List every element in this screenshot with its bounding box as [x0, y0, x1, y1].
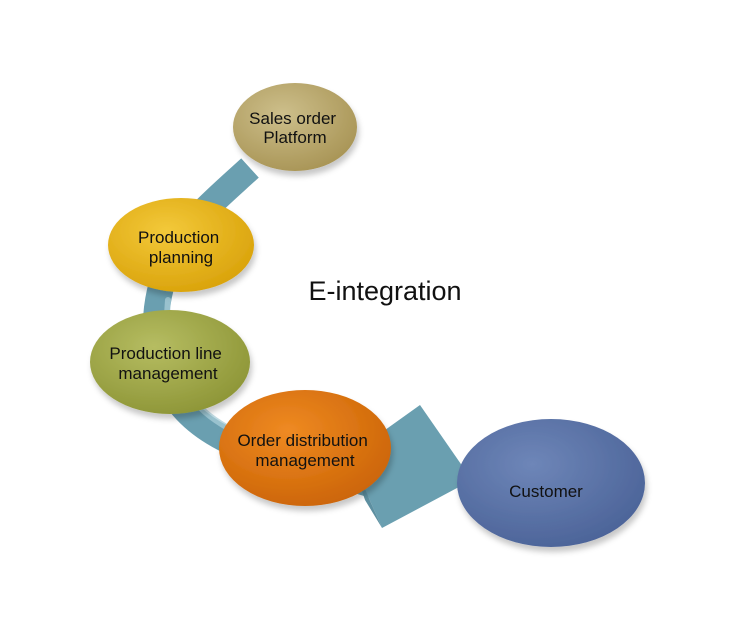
node-sales-order-line1: Sales order	[249, 109, 336, 128]
node-customer-label: Customer	[509, 482, 583, 501]
node-sales-order-label: Sales order Platform	[249, 109, 341, 147]
node-order-distribution-line1: Order distribution	[237, 431, 367, 450]
node-production-line-shape	[90, 310, 250, 414]
node-production-line: Production line management	[90, 310, 250, 414]
node-sales-order-shape	[233, 83, 357, 171]
node-production-planning-shape	[108, 198, 254, 292]
node-order-distribution-line2: management	[255, 451, 355, 470]
node-sales-order-line2: Platform	[263, 128, 326, 147]
node-customer-shape	[457, 419, 645, 547]
node-production-planning-label: Production planning	[138, 228, 224, 267]
node-customer-line1: Customer	[509, 482, 583, 501]
node-sales-order: Sales order Platform	[233, 83, 357, 171]
diagram-title: E-integration	[308, 276, 461, 306]
node-production-line-line2: management	[118, 364, 218, 383]
node-production-line-line1: Production line	[109, 344, 221, 363]
node-production-planning-line1: Production	[138, 228, 219, 247]
node-production-planning: Production planning	[108, 198, 254, 292]
node-production-line-label: Production line management	[109, 344, 226, 383]
node-order-distribution-shape	[219, 390, 391, 506]
node-order-distribution-label: Order distribution management	[237, 431, 372, 470]
node-production-planning-line2: planning	[149, 248, 213, 267]
node-customer: Customer	[457, 419, 645, 547]
node-order-distribution: Order distribution management	[219, 390, 391, 506]
